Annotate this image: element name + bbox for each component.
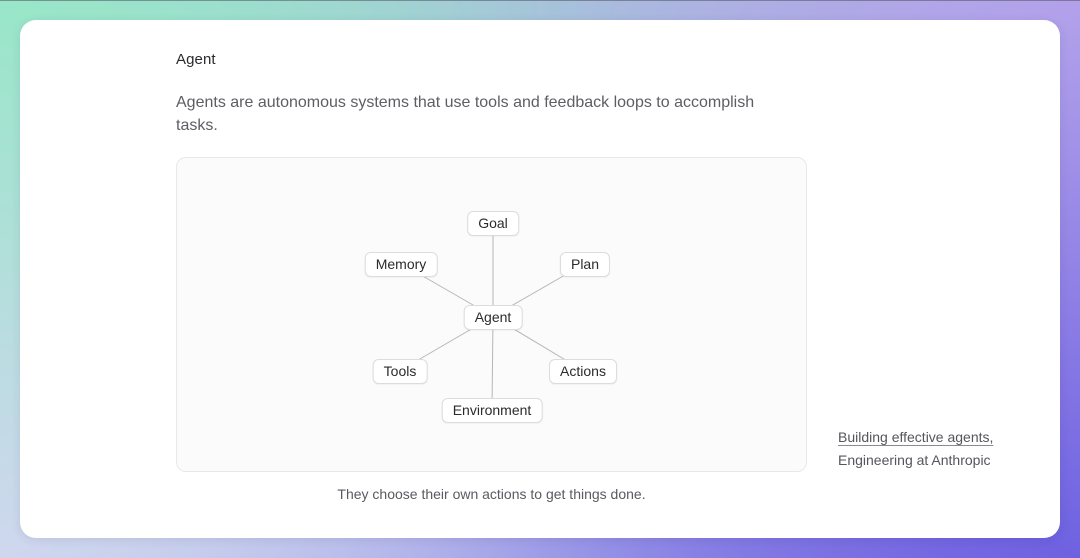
diagram-node-goal: Goal xyxy=(467,211,519,236)
card-title: Agent xyxy=(176,51,216,68)
diagram-node-memory: Memory xyxy=(364,252,438,277)
citation-link[interactable]: Building effective agents, xyxy=(838,429,994,445)
citation: Building effective agents, Engineering a… xyxy=(838,426,993,472)
citation-attribution: Engineering at Anthropic xyxy=(838,452,991,468)
citation-line-1: Building effective agents, xyxy=(838,426,993,449)
slide-card: Agent Agents are autonomous systems that… xyxy=(20,20,1060,538)
diagram-caption: They choose their own actions to get thi… xyxy=(337,486,646,502)
diagram-node-actions: Actions xyxy=(549,359,617,384)
diagram-node-environment: Environment xyxy=(441,398,543,423)
diagram-node-plan: Plan xyxy=(559,252,611,277)
diagram-node-tools: Tools xyxy=(372,359,428,384)
diagram-panel: Goal Memory Plan Agent Tools Actions Env… xyxy=(176,157,807,472)
card-description: Agents are autonomous systems that use t… xyxy=(176,94,755,134)
diagram-node-agent: Agent xyxy=(463,305,523,330)
diagram-edge xyxy=(491,316,494,410)
